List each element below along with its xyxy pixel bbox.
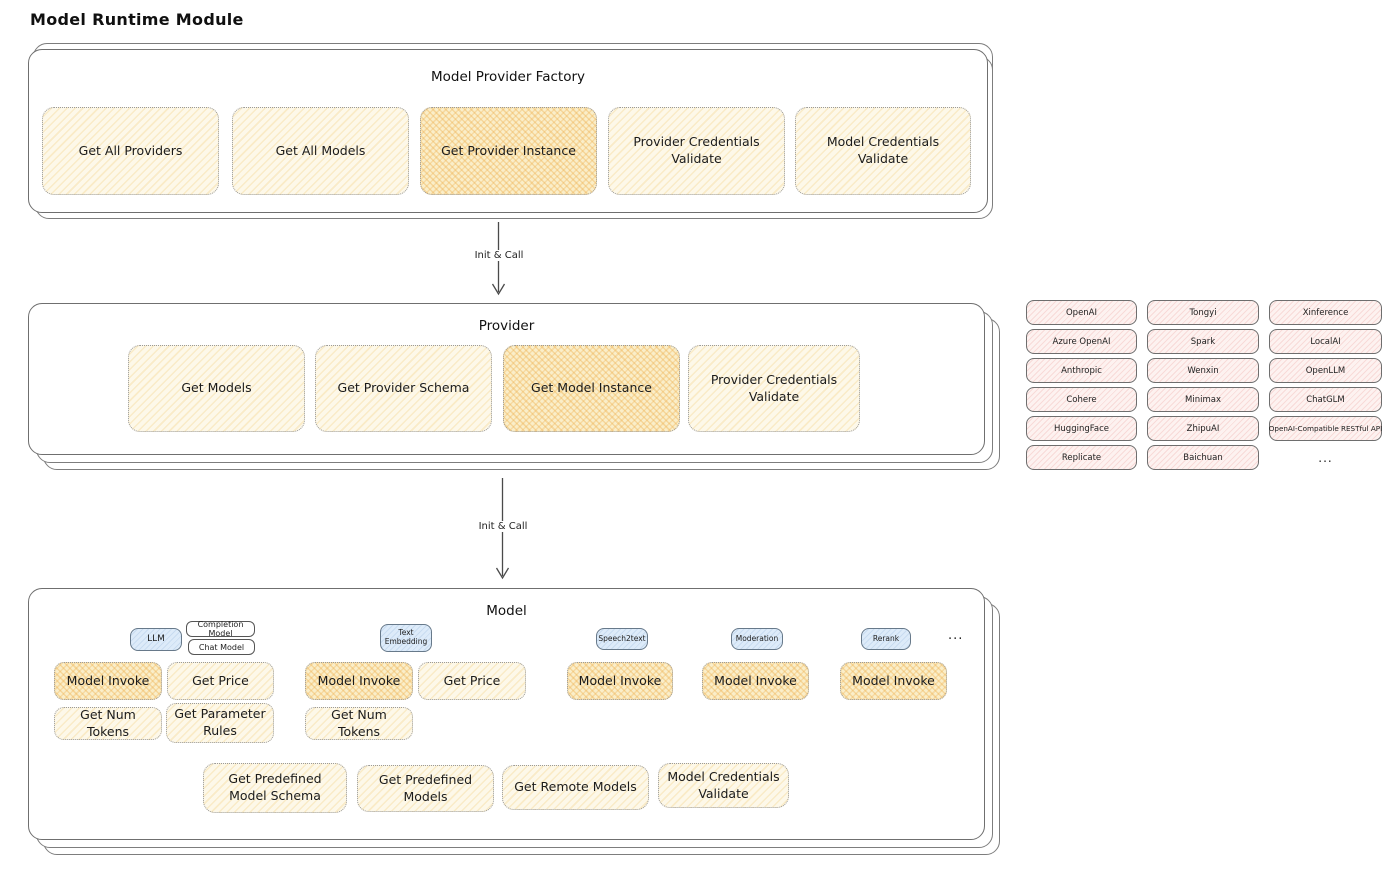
provider-tag-replicate: Replicate [1026,445,1137,470]
node-get-all-models: Get All Models [232,107,409,195]
tab-completion-model: Completion Model [186,620,255,638]
factory-panel-title: Model Provider Factory [430,69,585,85]
tab-rerank: Rerank [861,628,911,650]
tabs-ellipsis: ... [948,628,964,643]
tab-speech2text: Speech2text [596,628,648,650]
tab-text-embedding: Text Embedding [380,624,432,652]
node-model-credentials-validate-2: Model Credentials Validate [658,763,789,808]
provider-tag-openai: OpenAI [1026,300,1137,325]
tab-llm: LLM [130,628,182,651]
provider-tag-wenxin: Wenxin [1147,358,1259,383]
node-get-predefined-model-schema: Get Predefined Model Schema [203,763,347,813]
provider-tag-anthropic: Anthropic [1026,358,1137,383]
node-embedding-get-num-tokens: Get Num Tokens [305,707,413,740]
provider-tag-cohere: Cohere [1026,387,1137,412]
provider-tag-spark: Spark [1147,329,1259,354]
provider-tag-chatglm: ChatGLM [1269,387,1382,412]
provider-tag-azure-openai: Azure OpenAI [1026,329,1137,354]
provider-tag-xinference: Xinference [1269,300,1382,325]
node-model-credentials-validate: Model Credentials Validate [795,107,971,195]
node-get-predefined-models: Get Predefined Models [357,765,494,812]
node-rerank-model-invoke: Model Invoke [840,662,947,700]
node-llm-get-num-tokens: Get Num Tokens [54,707,162,740]
arrow2-label: Init & Call [474,521,532,532]
node-get-provider-instance: Get Provider Instance [420,107,597,195]
node-provider-credentials-validate: Provider Credentials Validate [608,107,785,195]
provider-tag-zhipuai: ZhipuAI [1147,416,1259,441]
node-moderation-model-invoke: Model Invoke [702,662,809,700]
provider-tag-openllm: OpenLLM [1269,358,1382,383]
provider-tag-minimax: Minimax [1147,387,1259,412]
provider-tag-huggingface: HuggingFace [1026,416,1137,441]
node-get-model-instance: Get Model Instance [503,345,680,432]
model-panel-title: Model [486,603,527,619]
node-llm-model-invoke: Model Invoke [54,662,162,700]
provider-tag-localai: LocalAI [1269,329,1382,354]
page-title: Model Runtime Module [30,10,244,29]
provider-grid-ellipsis: ... [1318,450,1333,465]
node-embedding-model-invoke: Model Invoke [305,662,413,700]
tab-chat-model: Chat Model [188,639,255,655]
node-llm-get-price: Get Price [167,662,274,700]
provider-panel-title: Provider [478,318,535,334]
node-provider-credentials-validate-2: Provider Credentials Validate [688,345,860,432]
provider-name-grid: OpenAI Azure OpenAI Anthropic Cohere Hug… [1026,300,1382,470]
node-speech2text-model-invoke: Model Invoke [567,662,673,700]
node-get-models: Get Models [128,345,305,432]
tab-moderation: Moderation [731,628,783,650]
arrow1-label: Init & Call [470,250,528,261]
node-get-all-providers: Get All Providers [42,107,219,195]
provider-tag-openai-compatible: OpenAI-Compatible RESTful API [1269,416,1382,441]
node-get-remote-models: Get Remote Models [502,765,649,810]
provider-tag-baichuan: Baichuan [1147,445,1259,470]
node-llm-get-parameter-rules: Get Parameter Rules [166,703,274,743]
provider-tag-tongyi: Tongyi [1147,300,1259,325]
node-embedding-get-price: Get Price [418,662,526,700]
node-get-provider-schema: Get Provider Schema [315,345,492,432]
